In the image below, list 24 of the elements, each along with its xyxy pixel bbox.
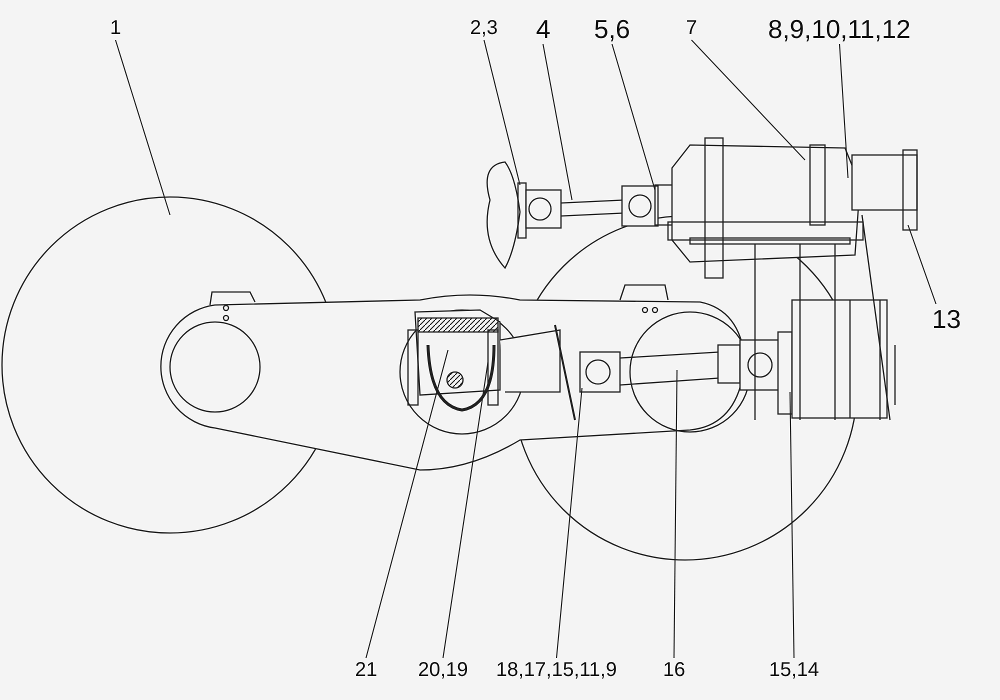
- leader-line: [114, 40, 171, 216]
- callout-number: 21: [355, 660, 378, 680]
- leader-line: [907, 224, 937, 304]
- callout-number: 15,14: [769, 660, 820, 680]
- callout-number: 16: [663, 660, 686, 680]
- callout-number: 5,6: [594, 16, 630, 42]
- leader-line: [838, 44, 849, 178]
- leader-line: [556, 388, 583, 658]
- leader-line: [789, 392, 795, 658]
- callout-number: 7: [686, 18, 698, 38]
- leader-line: [542, 44, 573, 200]
- leader-line: [442, 362, 489, 658]
- callout-number: 4: [536, 16, 550, 42]
- callout-number: 13: [932, 306, 961, 332]
- leader-line: [611, 44, 656, 190]
- callout-number: 18,17,15,11,9: [496, 660, 617, 680]
- leader-line: [365, 350, 449, 658]
- callout-number: 1: [110, 18, 122, 38]
- callout-number: 2,3: [470, 18, 498, 38]
- leader-line: [691, 40, 806, 160]
- callout-number: 8,9,10,11,12: [768, 16, 911, 42]
- leader-line: [673, 370, 678, 658]
- leader-line: [483, 40, 521, 186]
- callout-number: 20,19: [418, 660, 468, 680]
